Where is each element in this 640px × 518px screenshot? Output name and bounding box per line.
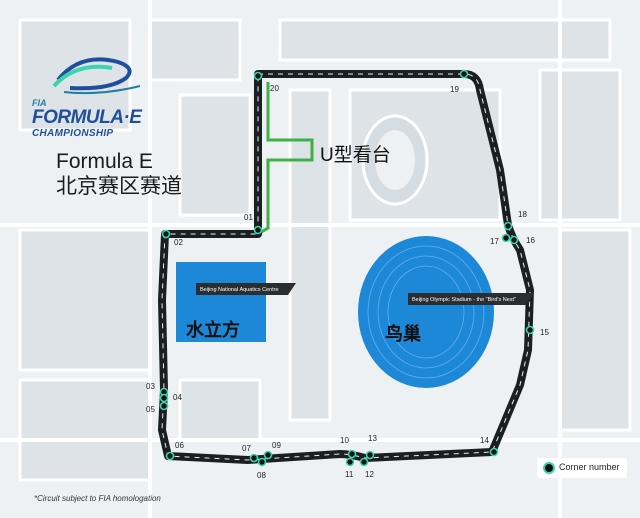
corner-marker-05 bbox=[159, 401, 169, 411]
corner-marker-17 bbox=[501, 233, 511, 243]
corner-number-06: 06 bbox=[175, 441, 184, 450]
formula-e-logo: FIA FORMULA·E CHAMPIONSHIP bbox=[30, 52, 150, 142]
corner-number-08: 08 bbox=[257, 471, 266, 480]
corner-marker-02 bbox=[161, 229, 171, 239]
corner-number-16: 16 bbox=[526, 236, 535, 245]
stadium-label: 鸟巢 bbox=[385, 324, 421, 344]
corner-number-20: 20 bbox=[270, 84, 279, 93]
corner-number-15: 15 bbox=[540, 328, 549, 337]
corner-marker-04 bbox=[159, 393, 169, 403]
track-centerline bbox=[161, 73, 531, 461]
corner-number-18: 18 bbox=[518, 210, 527, 219]
corner-marker-16 bbox=[509, 235, 519, 245]
corner-marker-08 bbox=[257, 457, 267, 467]
corner-number-04: 04 bbox=[173, 393, 182, 402]
corner-marker-01 bbox=[253, 225, 263, 235]
stadium-banner: Beijing Olympic Stadium - the "Bird's Ne… bbox=[408, 293, 534, 305]
legend-label: Corner number bbox=[559, 462, 620, 472]
corner-number-11: 11 bbox=[345, 470, 354, 479]
stadium-banner-text: Beijing Olympic Stadium - the "Bird's Ne… bbox=[412, 297, 516, 303]
corner-marker-20 bbox=[253, 71, 263, 81]
corner-marker-19 bbox=[459, 69, 469, 79]
corner-number-09: 09 bbox=[272, 441, 281, 450]
corner-number-14: 14 bbox=[480, 436, 489, 445]
stadium-track bbox=[361, 114, 429, 206]
corner-marker-12 bbox=[359, 457, 369, 467]
corner-number-05: 05 bbox=[146, 405, 155, 414]
aquatics-banner: Beijing National Aquatics Centre bbox=[196, 283, 296, 295]
corner-marker-10 bbox=[347, 449, 357, 459]
logo-formula-e: FORMULA·E bbox=[32, 107, 142, 128]
corner-number-10: 10 bbox=[340, 436, 349, 445]
corner-marker-13 bbox=[365, 450, 375, 460]
corner-markers: 01 02 03 04 05 06 07 08 09 10 11 12 13 14 15 16 17 18 19 20 bbox=[146, 69, 549, 480]
grandstand-label: U型看台 bbox=[320, 145, 391, 166]
corner-number-01: 01 bbox=[244, 213, 253, 222]
corner-marker-icon bbox=[543, 462, 555, 474]
corner-number-02: 02 bbox=[174, 238, 183, 247]
title-line-2: 北京赛区赛道 bbox=[56, 175, 182, 198]
logo-fia: FIA bbox=[32, 98, 47, 108]
corner-number-07: 07 bbox=[242, 444, 251, 453]
corner-number-19: 19 bbox=[450, 85, 459, 94]
title-line-1: Formula E bbox=[56, 150, 153, 173]
aquatics-banner-text: Beijing National Aquatics Centre bbox=[200, 287, 279, 293]
corner-marker-11 bbox=[345, 457, 355, 467]
page-title: Formula E 北京赛区赛道 bbox=[56, 150, 182, 200]
corner-marker-06 bbox=[165, 451, 175, 461]
aquatics-centre bbox=[176, 262, 266, 342]
stadium-rings bbox=[367, 245, 485, 379]
corner-marker-15 bbox=[525, 325, 535, 335]
corner-marker-07 bbox=[249, 453, 259, 463]
corner-marker-14 bbox=[489, 447, 499, 457]
corner-marker-09 bbox=[263, 450, 273, 460]
birds-nest-stadium bbox=[358, 236, 494, 388]
formula-e-swoosh-icon bbox=[52, 57, 141, 95]
corner-number-13: 13 bbox=[368, 434, 377, 443]
logo-championship: CHAMPIONSHIP bbox=[32, 128, 114, 139]
corner-number-17: 17 bbox=[490, 237, 499, 246]
footnote: *Circuit subject to FIA homologation bbox=[34, 494, 161, 503]
corner-marker-18 bbox=[503, 221, 513, 231]
corner-number-12: 12 bbox=[365, 470, 374, 479]
legend: Corner number bbox=[537, 458, 627, 478]
corner-number-03: 03 bbox=[146, 382, 155, 391]
aquatics-label: 水立方 bbox=[186, 320, 240, 340]
